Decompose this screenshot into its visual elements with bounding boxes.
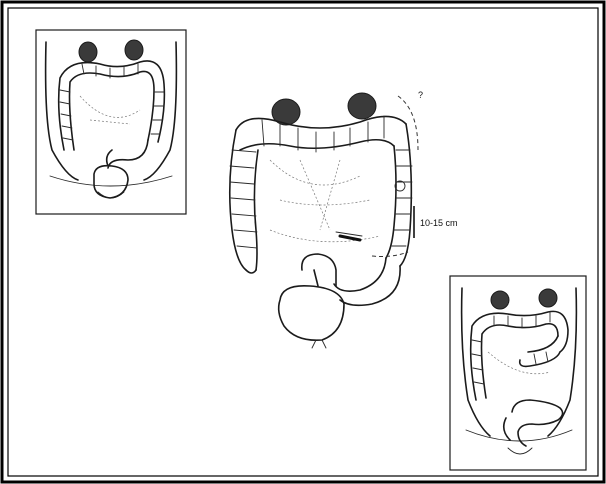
panel-result bbox=[450, 276, 586, 470]
measurement-label: 10-15 cm bbox=[420, 218, 458, 228]
panel-normal-anatomy bbox=[36, 30, 186, 214]
panel-mobilization: ? 10-15 cm bbox=[230, 90, 458, 348]
question-mark-label: ? bbox=[418, 90, 423, 100]
